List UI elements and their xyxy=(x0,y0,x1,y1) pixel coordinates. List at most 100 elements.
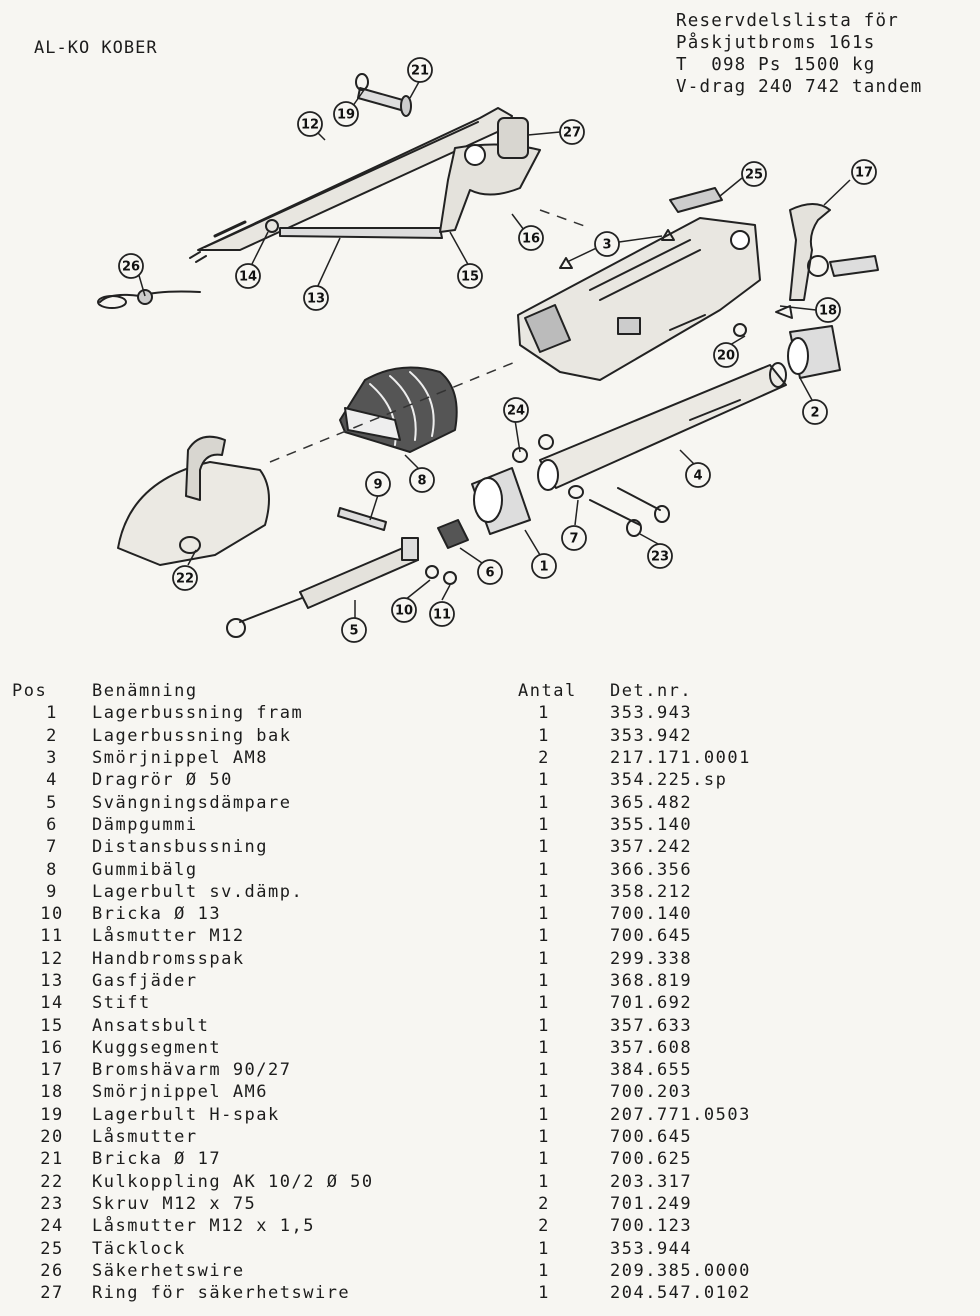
safety-wire-part xyxy=(97,289,201,309)
callout-26: 26 xyxy=(118,253,144,279)
callout-number: 16 xyxy=(522,232,540,247)
row-name: Dragrör Ø 50 xyxy=(92,770,233,791)
row-name: Lagerbult sv.dämp. xyxy=(92,881,304,902)
row-name: Lagerbult H-spak xyxy=(92,1104,280,1125)
callout-25: 25 xyxy=(741,161,767,187)
shock-damper-part xyxy=(226,537,419,638)
title-line: Påskjutbroms 161s xyxy=(676,33,876,53)
callout-23: 23 xyxy=(647,543,673,569)
lock-nut-part xyxy=(443,571,457,585)
row-det: 366.356 xyxy=(610,859,693,880)
row-pos: 16 xyxy=(40,1037,64,1058)
row-qty: 1 xyxy=(538,904,550,925)
callout-number: 22 xyxy=(176,572,194,587)
row-det: 353.942 xyxy=(610,725,693,746)
row-det: 357.608 xyxy=(610,1037,693,1058)
row-qty: 1 xyxy=(538,814,550,835)
row-name: Gasfjäder xyxy=(92,971,198,991)
row-det: 207.771.0503 xyxy=(610,1104,751,1125)
row-det: 353.943 xyxy=(610,703,693,724)
row-qty: 1 xyxy=(538,770,550,791)
callout-13: 13 xyxy=(303,285,329,311)
callout-circle xyxy=(561,525,587,551)
row-name: Bricka Ø 13 xyxy=(92,904,222,925)
row-pos: 1 xyxy=(46,703,58,724)
row-pos: 9 xyxy=(46,881,58,902)
row-pos: 27 xyxy=(40,1283,64,1304)
row-qty: 1 xyxy=(538,1060,550,1081)
row-det: 700.645 xyxy=(610,926,693,947)
row-qty: 1 xyxy=(538,859,550,880)
callout-number: 21 xyxy=(411,64,429,79)
row-pos: 12 xyxy=(40,948,64,969)
nut-20-part xyxy=(733,323,747,337)
row-det: 384.655 xyxy=(610,1060,693,1081)
row-det: 701.692 xyxy=(610,993,693,1014)
callout-number: 14 xyxy=(239,270,257,285)
callout-number: 15 xyxy=(461,270,479,285)
row-qty: 1 xyxy=(538,837,550,858)
callout-16: 16 xyxy=(518,225,544,251)
callout-number: 5 xyxy=(349,624,358,639)
table-header-row: Pos Benämning Antal Det.nr. xyxy=(0,680,910,702)
row-qty: 1 xyxy=(538,1260,550,1281)
row-name: Säkerhetswire xyxy=(92,1260,245,1281)
row-pos: 7 xyxy=(46,837,58,858)
rear-bushing-part xyxy=(787,325,841,379)
callout-number: 23 xyxy=(651,550,669,565)
callout-1: 1 xyxy=(531,553,557,579)
row-pos: 10 xyxy=(40,904,64,925)
row-pos: 24 xyxy=(40,1216,64,1237)
exploded-parts-drawing: 1234567891011121314151617181920212223242… xyxy=(97,57,879,643)
row-qty: 1 xyxy=(538,1283,550,1304)
brake-housing-part xyxy=(517,217,761,381)
row-pos: 23 xyxy=(40,1193,64,1214)
callout-17: 17 xyxy=(851,159,877,185)
row-det: 353.944 xyxy=(610,1238,693,1259)
callout-2: 2 xyxy=(802,399,828,425)
row-det: 701.249 xyxy=(610,1193,693,1214)
row-pos: 19 xyxy=(40,1104,64,1125)
callout-circle xyxy=(333,101,359,127)
row-det: 365.482 xyxy=(610,792,693,813)
ball-coupling-part xyxy=(117,435,270,566)
callout-20: 20 xyxy=(713,342,739,368)
callout-circle xyxy=(518,225,544,251)
callout-3: 3 xyxy=(594,231,620,257)
callout-circle xyxy=(851,159,877,185)
cover-cap-part xyxy=(669,187,723,213)
row-name: Bromshävarm 90/27 xyxy=(92,1060,292,1081)
header-det: Det.nr. xyxy=(610,681,693,702)
row-det: 368.819 xyxy=(610,971,693,991)
nipple-18-part xyxy=(775,305,793,319)
row-name: Distansbussning xyxy=(92,837,269,858)
callout-number: 4 xyxy=(693,469,702,484)
callout-circle xyxy=(531,553,557,579)
callout-number: 17 xyxy=(855,166,873,181)
callout-number: 27 xyxy=(563,126,581,141)
brand-label: AL-KO KOBER xyxy=(34,38,158,58)
callout-circle xyxy=(815,297,841,323)
callout-11: 11 xyxy=(429,601,455,627)
row-pos: 11 xyxy=(40,926,64,947)
row-pos: 6 xyxy=(46,814,58,835)
row-name: Ring för säkerhetswire xyxy=(92,1283,351,1304)
document-title: Reservdelslista för Påskjutbroms 161s T … xyxy=(676,10,922,98)
row-det: 700.625 xyxy=(610,1149,693,1170)
title-line: V-drag 240 742 tandem xyxy=(676,77,923,97)
callout-27: 27 xyxy=(559,119,585,145)
callout-circle xyxy=(407,57,433,83)
callout-circle xyxy=(457,263,483,289)
row-qty: 1 xyxy=(538,725,550,746)
row-qty: 1 xyxy=(538,926,550,947)
callout-circle xyxy=(303,285,329,311)
callout-number: 7 xyxy=(569,532,578,547)
callout-circle xyxy=(365,471,391,497)
